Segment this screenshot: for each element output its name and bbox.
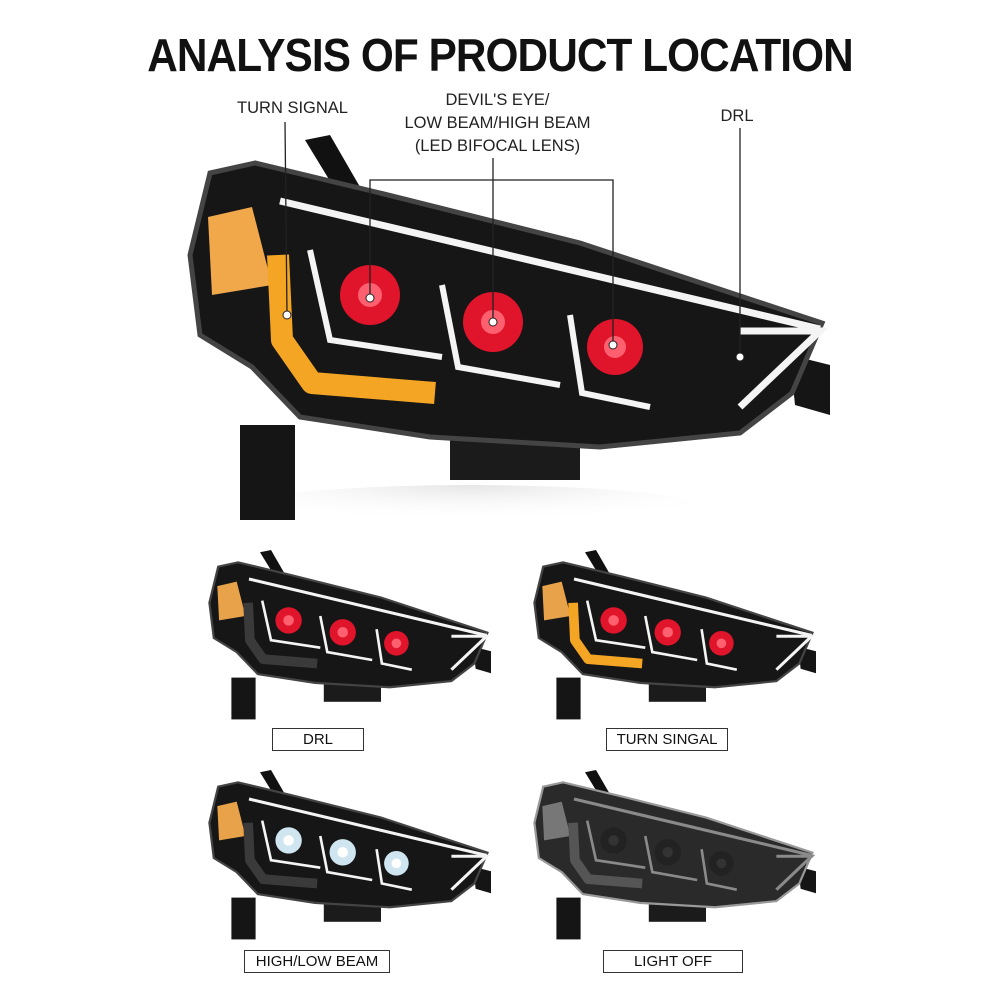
mode-label-high-low-beam: HIGH/LOW BEAM: [244, 950, 390, 973]
callout-devils-eye-line3: (LED BIFOCAL LENS): [414, 137, 581, 155]
callout-devils-eye: DEVIL'S EYE/ LOW BEAM/HIGH BEAM (LED BIF…: [380, 89, 615, 158]
lamp-turn-mode: [534, 550, 816, 720]
callout-turn-signal: TURN SIGNAL: [237, 99, 348, 117]
lamp-off-mode: [534, 770, 816, 940]
callout-leaders: [284, 121, 741, 357]
reflection: [210, 485, 730, 545]
callout-drl: DRL: [720, 107, 754, 125]
callout-dots: [282, 293, 745, 362]
callout-devils-eye-line2: LOW BEAM/HIGH BEAM: [404, 114, 591, 132]
mode-label-light-off: LIGHT OFF: [603, 950, 743, 973]
lamp-beam-mode: [209, 770, 491, 940]
mode-label-drl: DRL: [272, 728, 364, 751]
page-title: ANALYSIS OF PRODUCT LOCATION: [147, 29, 853, 81]
callout-devils-eye-line1: DEVIL'S EYE/: [445, 91, 550, 109]
mode-label-turn-signal: TURN SINGAL: [606, 728, 728, 751]
lamp-drl-mode: [209, 550, 491, 720]
